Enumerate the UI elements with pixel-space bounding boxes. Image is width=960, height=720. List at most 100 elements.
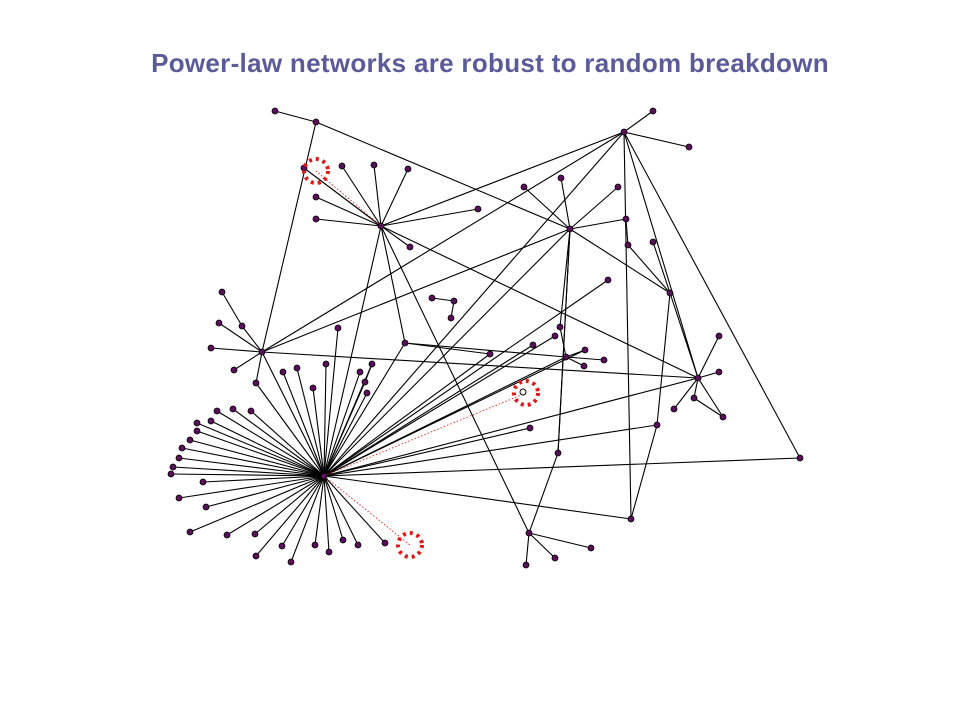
network-edge (323, 335, 556, 477)
network-node (486, 350, 494, 358)
network-node (562, 353, 570, 361)
network-edge (323, 342, 406, 477)
network-node (653, 421, 661, 429)
network-node (251, 530, 259, 538)
network-edge (261, 121, 317, 353)
network-node (252, 552, 260, 560)
network-node (551, 554, 559, 562)
network-node (715, 332, 723, 340)
network-node (685, 143, 693, 151)
network-node (218, 288, 226, 296)
network-edge (565, 356, 605, 361)
network-node (230, 366, 238, 374)
network-edge (196, 430, 325, 477)
network-node (279, 368, 287, 376)
network-node (207, 344, 215, 352)
network-node (401, 339, 409, 347)
network-node (622, 215, 630, 223)
network-edge (181, 447, 325, 477)
network-edge (380, 131, 625, 227)
network-node (320, 472, 328, 480)
network-edge (528, 532, 592, 549)
network-edge (697, 377, 724, 418)
network-node (551, 332, 559, 340)
network-node (354, 541, 362, 549)
network-node (526, 424, 534, 432)
network-edge (569, 228, 671, 294)
network-edge (323, 475, 330, 553)
network-edge (380, 208, 479, 227)
network-node (193, 427, 201, 435)
network-edge (221, 291, 243, 327)
network-edge (380, 225, 411, 248)
network-edge (557, 228, 571, 454)
removed-edge (323, 475, 411, 546)
network-edge (178, 475, 325, 499)
network-edge (323, 377, 699, 477)
network-node (381, 539, 389, 547)
network-edge (315, 121, 571, 230)
network-node (193, 419, 201, 427)
network-edge (323, 392, 368, 477)
network-edge (232, 408, 325, 477)
network-edge (528, 532, 556, 559)
network-node (529, 341, 537, 349)
network-edge (341, 165, 382, 227)
network-edge (656, 292, 671, 426)
network-edge (255, 382, 325, 477)
network-edge (623, 131, 690, 148)
network-node (178, 444, 186, 452)
network-edge (233, 351, 263, 371)
network-edge (323, 349, 586, 477)
network-node (666, 289, 674, 297)
network-edge (623, 131, 699, 379)
network-edge (296, 367, 325, 477)
network-node (229, 405, 237, 413)
network-node (566, 225, 574, 233)
network-edge (380, 225, 699, 379)
network-node (186, 528, 194, 536)
network-edge (652, 241, 671, 294)
network-edge (323, 371, 361, 477)
network-edge (697, 371, 720, 379)
network-edge (189, 439, 325, 477)
network-edge (315, 196, 382, 227)
network-node (311, 541, 319, 549)
network-edge (210, 347, 263, 353)
network-edge (697, 335, 720, 379)
nodes (167, 107, 804, 569)
network-node (649, 238, 657, 246)
removed-nodes (302, 157, 540, 559)
network-node (368, 360, 376, 368)
network-node (554, 449, 562, 457)
network-node (223, 531, 231, 539)
network-edge (323, 475, 344, 541)
network-edge (290, 475, 325, 563)
network-node (175, 494, 183, 502)
network-edge (323, 353, 491, 477)
network-edge (196, 422, 325, 477)
network-node (199, 478, 207, 486)
network-node (370, 161, 378, 169)
network-edge (623, 110, 654, 133)
network-edge (189, 475, 325, 533)
network-node (238, 322, 246, 330)
network-edge (404, 342, 567, 358)
network-node (186, 436, 194, 444)
network-node (624, 241, 632, 249)
network-node (247, 407, 255, 415)
network-edge (274, 110, 317, 123)
network-node (406, 243, 414, 251)
network-node (796, 454, 804, 462)
network-node (557, 174, 565, 182)
network-node (690, 394, 698, 402)
network-node (522, 561, 530, 569)
network-edge (205, 475, 325, 508)
network-edge (250, 410, 325, 477)
network-node (525, 529, 533, 537)
network-node (322, 360, 330, 368)
network-edge (255, 351, 263, 384)
network-edge (630, 424, 658, 520)
network-edge (323, 475, 386, 544)
network-node (581, 346, 589, 354)
